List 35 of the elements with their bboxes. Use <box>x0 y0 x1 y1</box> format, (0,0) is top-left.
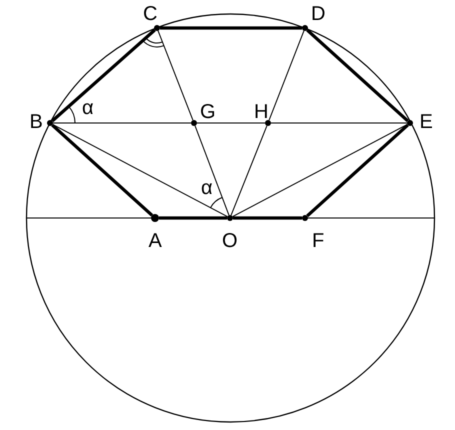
line-segment <box>194 125 230 216</box>
line-segment <box>230 125 268 216</box>
line-segment <box>160 26 302 30</box>
point-label: H <box>254 102 268 122</box>
line-segment <box>306 124 409 218</box>
point-dot <box>154 25 160 31</box>
point-label: E <box>420 112 433 132</box>
line-segment <box>233 216 302 220</box>
angle-label: α <box>82 98 94 118</box>
point-dot <box>47 120 53 126</box>
point-dot <box>265 120 271 126</box>
line-segment <box>306 28 409 122</box>
point-label: G <box>200 102 216 122</box>
point-label: C <box>143 4 158 24</box>
point-dot <box>191 120 197 126</box>
point-label: F <box>312 231 324 251</box>
point-dot <box>302 25 308 31</box>
line-segment <box>52 122 192 124</box>
point-dot <box>227 215 233 221</box>
point-label: D <box>311 4 326 24</box>
point-label: B <box>30 112 43 132</box>
point-label: A <box>148 231 162 251</box>
line-segment <box>196 122 266 124</box>
line-segment <box>158 30 194 121</box>
line-segment <box>268 30 304 121</box>
line-segment <box>159 216 227 220</box>
line-segment <box>51 124 154 216</box>
point-dot <box>302 215 308 221</box>
line-segment <box>51 28 156 122</box>
line-segment <box>52 124 228 218</box>
line-segment <box>270 122 408 124</box>
line-segment <box>232 124 408 218</box>
point-label: O <box>222 231 238 251</box>
angle-label: α <box>201 178 213 198</box>
point-dot <box>151 214 159 222</box>
